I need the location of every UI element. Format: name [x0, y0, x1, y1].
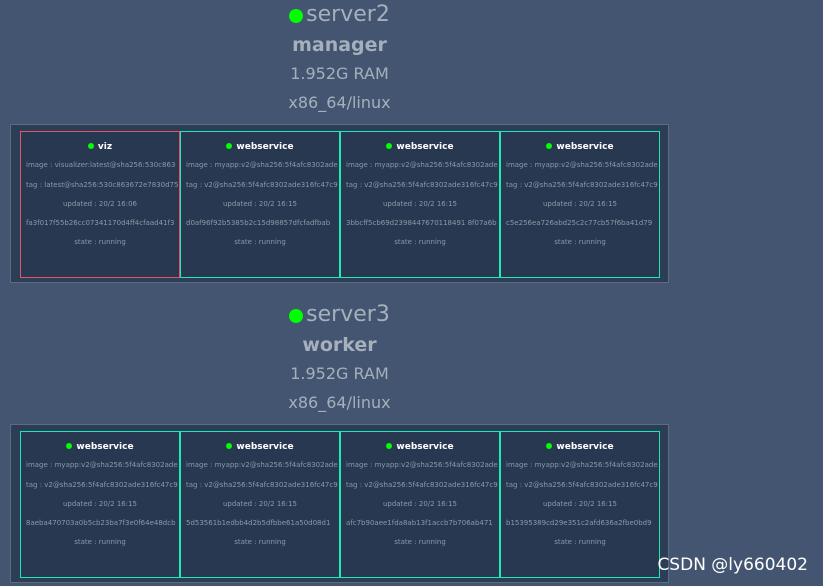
task-container: viz image : visualizer:latest@sha256:530… — [10, 124, 669, 283]
task-updated: updated : 20/2 16:15 — [382, 500, 458, 508]
task-image: image : myapp:v2@sha256:5f4afc8302ade — [346, 161, 498, 169]
task-updated: updated : 20/2 16:15 — [382, 200, 458, 208]
task-state: state : running — [74, 238, 126, 246]
task-image: image : myapp:v2@sha256:5f4afc8302ade — [506, 161, 658, 169]
task-title: webservice — [501, 441, 659, 453]
task-card-webservice[interactable]: webservice image : myapp:v2@sha256:5f4af… — [500, 431, 660, 578]
task-status-dot-icon — [386, 143, 393, 149]
task-id: d0af96f92b5385b2c15d98857dfcfadfbab — [186, 219, 331, 227]
task-id: 8aeba470703a0b5cb23ba7f3e0f64e48dcb — [26, 519, 176, 527]
task-name: webservice — [396, 142, 454, 152]
watermark: CSDN @ly660402 — [657, 555, 808, 575]
task-updated: updated : 20/2 16:15 — [222, 200, 298, 208]
task-card-viz[interactable]: viz image : visualizer:latest@sha256:530… — [20, 131, 180, 278]
status-dot-icon — [289, 8, 304, 23]
task-title: webservice — [181, 441, 339, 453]
task-image: image : myapp:v2@sha256:5f4afc8302ade — [186, 461, 338, 469]
task-card-webservice[interactable]: webservice image : myapp:v2@sha256:5f4af… — [500, 131, 660, 278]
task-id: b15395389cd29e351c2afd636a2fbe0bd9 — [506, 519, 652, 527]
task-card-webservice[interactable]: webservice image : myapp:v2@sha256:5f4af… — [340, 431, 500, 578]
task-status-dot-icon — [226, 143, 233, 149]
task-image: image : myapp:v2@sha256:5f4afc8302ade — [186, 161, 338, 169]
task-id: 5d53561b1edbb4d2b5dfbbe61a50d08d1 — [186, 519, 331, 527]
task-tag: tag : v2@sha256:5f4afc8302ade316fc47c9 — [506, 481, 658, 489]
task-image: image : visualizer:latest@sha256:530c863 — [26, 161, 176, 169]
task-title: viz — [21, 141, 179, 153]
task-tag: tag : v2@sha256:5f4afc8302ade316fc47c9 — [26, 481, 178, 489]
task-name: webservice — [76, 442, 134, 452]
status-dot-icon — [289, 308, 304, 323]
task-status-dot-icon — [386, 443, 393, 449]
task-state: state : running — [234, 538, 286, 546]
task-image: image : myapp:v2@sha256:5f4afc8302ade — [26, 461, 178, 469]
node-arch: x86_64/linux — [288, 393, 391, 412]
task-title: webservice — [21, 441, 179, 453]
task-tag: tag : v2@sha256:5f4afc8302ade316fc47c9 — [506, 181, 658, 189]
node-role: manager — [292, 34, 387, 56]
node-name-label: server2 — [306, 2, 390, 27]
task-updated: updated : 20/2 16:15 — [542, 200, 618, 208]
task-status-dot-icon — [546, 443, 553, 449]
node-name: server2 — [0, 2, 679, 28]
task-status-dot-icon — [546, 143, 553, 149]
node-role: worker — [302, 334, 377, 356]
node-ram: 1.952G RAM — [290, 64, 389, 83]
task-image: image : myapp:v2@sha256:5f4afc8302ade — [346, 461, 498, 469]
task-status-dot-icon — [226, 443, 233, 449]
task-updated: updated : 20/2 16:15 — [542, 500, 618, 508]
task-name: webservice — [236, 442, 294, 452]
task-state: state : running — [74, 538, 126, 546]
task-tag: tag : v2@sha256:5f4afc8302ade316fc47c9 — [346, 481, 498, 489]
task-card-webservice[interactable]: webservice image : myapp:v2@sha256:5f4af… — [180, 431, 340, 578]
task-status-dot-icon — [87, 143, 94, 149]
task-tag: tag : latest@sha256:530c863672e7830d7560 — [26, 181, 179, 189]
task-id: c5e256ea726abd25c2c77cb57f6ba41d79 — [506, 219, 653, 227]
task-status-dot-icon — [66, 443, 73, 449]
task-tag: tag : v2@sha256:5f4afc8302ade316fc47c9 — [346, 181, 498, 189]
node-arch: x86_64/linux — [288, 93, 391, 112]
task-container: webservice image : myapp:v2@sha256:5f4af… — [10, 424, 669, 583]
task-state: state : running — [394, 538, 446, 546]
node-name: server3 — [0, 302, 679, 328]
task-state: state : running — [394, 238, 446, 246]
task-state: state : running — [234, 238, 286, 246]
node-name-label: server3 — [306, 302, 390, 327]
task-id: 3bbcff5cb69d2398447670118491 8f07a6b — [346, 219, 497, 227]
task-title: webservice — [341, 141, 499, 153]
task-name: webservice — [556, 142, 614, 152]
task-updated: updated : 20/2 16:15 — [222, 500, 298, 508]
node-ram: 1.952G RAM — [290, 364, 389, 383]
task-state: state : running — [554, 238, 606, 246]
task-card-webservice[interactable]: webservice image : myapp:v2@sha256:5f4af… — [340, 131, 500, 278]
task-updated: updated : 20/2 16:15 — [62, 500, 138, 508]
task-title: webservice — [181, 141, 339, 153]
task-title: webservice — [341, 441, 499, 453]
task-name: webservice — [236, 142, 294, 152]
task-name: viz — [97, 142, 113, 152]
task-tag: tag : v2@sha256:5f4afc8302ade316fc47c9 — [186, 481, 338, 489]
task-name: webservice — [396, 442, 454, 452]
task-card-webservice[interactable]: webservice image : myapp:v2@sha256:5f4af… — [180, 131, 340, 278]
task-tag: tag : v2@sha256:5f4afc8302ade316fc47c9 — [186, 181, 338, 189]
task-card-webservice[interactable]: webservice image : myapp:v2@sha256:5f4af… — [20, 431, 180, 578]
task-image: image : myapp:v2@sha256:5f4afc8302ade — [506, 461, 658, 469]
task-updated: updated : 20/2 16:06 — [62, 200, 138, 208]
task-state: state : running — [554, 538, 606, 546]
task-id: fa3f017f55b26cc07341170d4ff4cfaad41f3 — [26, 219, 175, 227]
task-name: webservice — [556, 442, 614, 452]
task-id: afc7b90aee1fda8ab13f1accb7b706ab471 — [346, 519, 493, 527]
task-title: webservice — [501, 141, 659, 153]
